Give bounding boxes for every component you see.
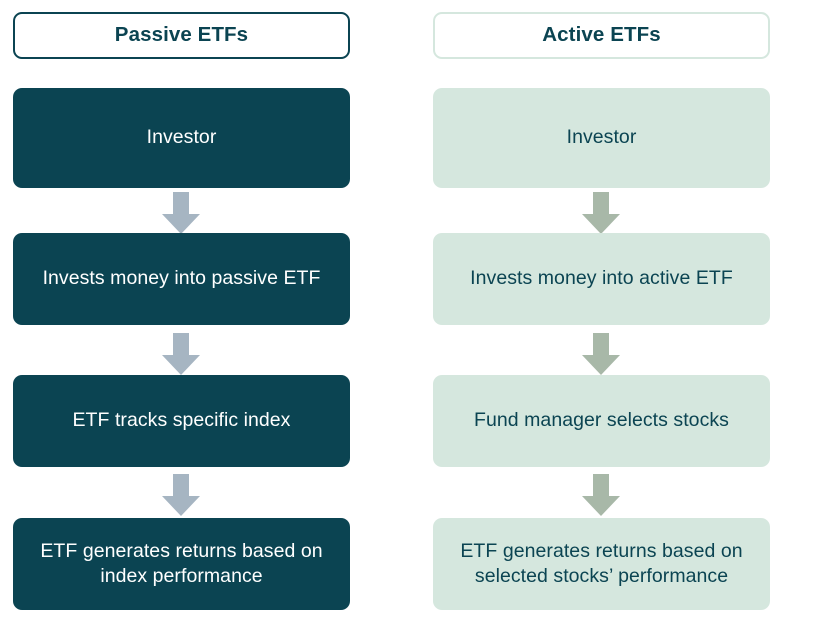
passive-step-tracks-index-label: ETF tracks specific index bbox=[72, 409, 291, 432]
passive-etf-column: Passive ETFs Investor Invests money into… bbox=[13, 12, 350, 610]
down-arrow-icon bbox=[162, 192, 200, 234]
passive-step-invests-money: Invests money into passive ETF bbox=[13, 233, 350, 325]
passive-step-generates-returns: ETF generates returns based on index per… bbox=[13, 518, 350, 610]
passive-step-generates-returns-label: ETF generates returns based on index per… bbox=[40, 539, 323, 587]
active-etf-column: Active ETFs Investor Invests money into … bbox=[420, 0, 840, 628]
passive-column-header: Passive ETFs bbox=[13, 12, 350, 59]
active-step-fund-manager-selects-label: Fund manager selects stocks bbox=[474, 409, 729, 432]
passive-step-investor: Investor bbox=[13, 88, 350, 188]
active-step-fund-manager-selects: Fund manager selects stocks bbox=[433, 375, 770, 467]
down-arrow-icon bbox=[162, 333, 200, 375]
active-step-invests-money-label: Invests money into active ETF bbox=[470, 267, 733, 290]
active-step-investor-label: Investor bbox=[566, 126, 637, 149]
active-step-generates-returns: ETF generates returns based on selected … bbox=[433, 518, 770, 610]
active-column-header-label: Active ETFs bbox=[542, 23, 661, 47]
active-step-invests-money: Invests money into active ETF bbox=[433, 233, 770, 325]
down-arrow-icon bbox=[582, 474, 620, 516]
active-step-generates-returns-label: ETF generates returns based on selected … bbox=[460, 539, 743, 587]
down-arrow-icon bbox=[162, 474, 200, 516]
active-step-investor: Investor bbox=[433, 88, 770, 188]
active-column-header: Active ETFs bbox=[433, 12, 770, 59]
passive-step-tracks-index: ETF tracks specific index bbox=[13, 375, 350, 467]
down-arrow-icon bbox=[582, 192, 620, 234]
passive-step-invests-money-label: Invests money into passive ETF bbox=[42, 267, 321, 290]
passive-column-header-label: Passive ETFs bbox=[114, 23, 249, 47]
down-arrow-icon bbox=[582, 333, 620, 375]
passive-step-investor-label: Investor bbox=[146, 126, 217, 149]
